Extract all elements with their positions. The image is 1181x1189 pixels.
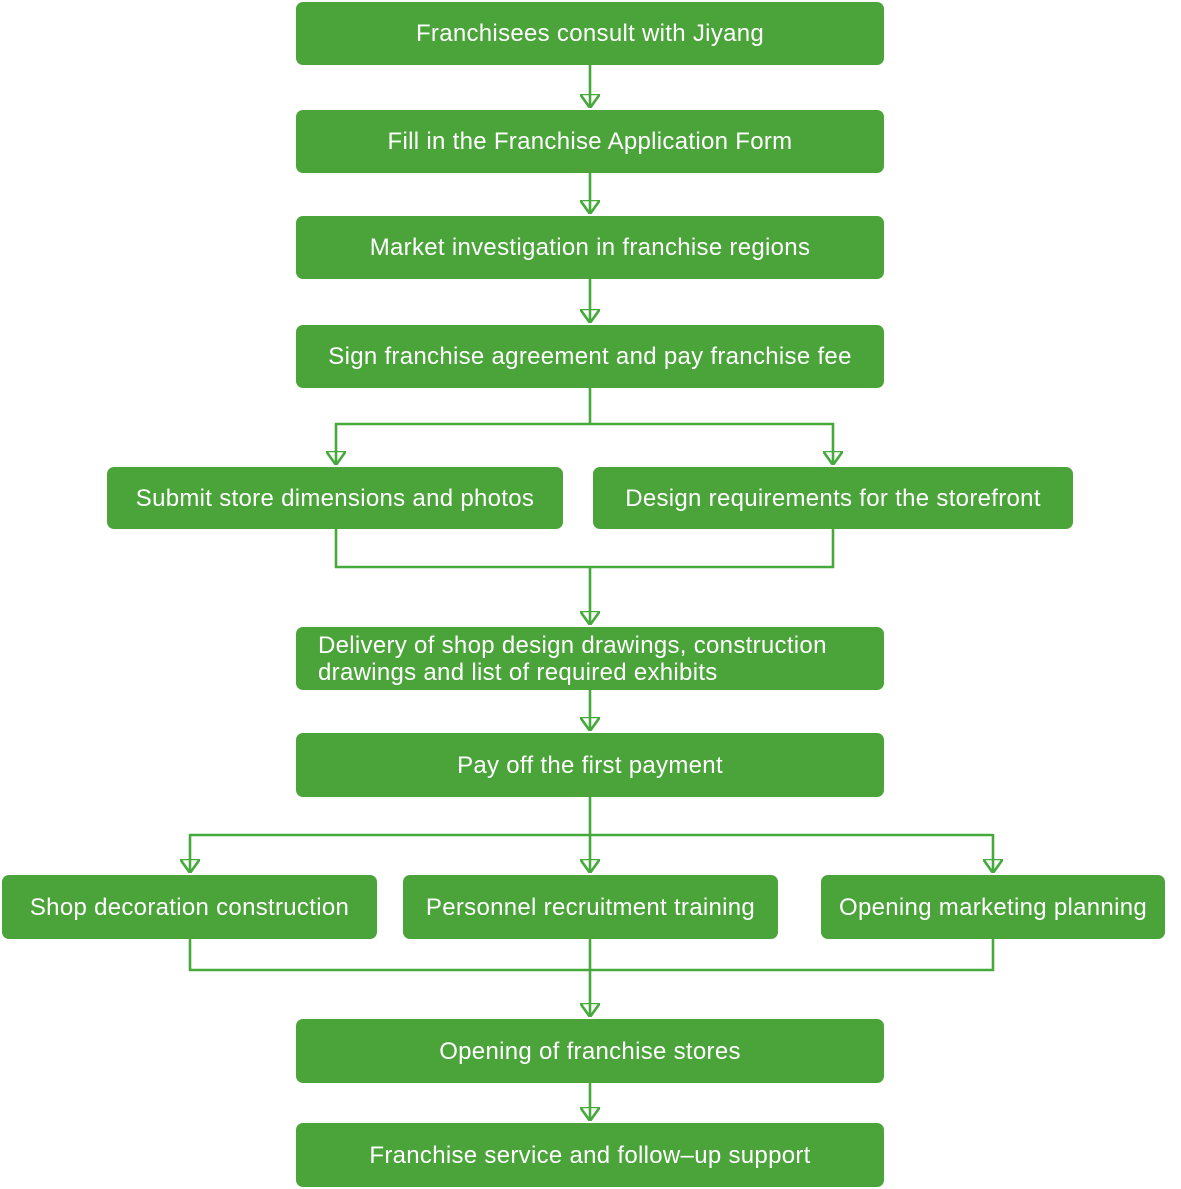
node-sign-agreement: Sign franchise agreement and pay franchi… — [296, 325, 884, 388]
node-opening-marketing: Opening marketing planning — [821, 875, 1165, 939]
node-consult: Franchisees consult with Jiyang — [296, 2, 884, 65]
node-market-investigation: Market investigation in franchise region… — [296, 216, 884, 279]
node-store-opening: Opening of franchise stores — [296, 1019, 884, 1083]
node-personnel-recruitment: Personnel recruitment training — [403, 875, 778, 939]
node-follow-up-support: Franchise service and follow–up support — [296, 1123, 884, 1187]
node-design-requirements: Design requirements for the storefront — [593, 467, 1073, 529]
node-delivery-drawings: Delivery of shop design drawings, constr… — [296, 627, 884, 690]
node-shop-decoration: Shop decoration construction — [2, 875, 377, 939]
node-submit-dimensions: Submit store dimensions and photos — [107, 467, 563, 529]
node-application-form: Fill in the Franchise Application Form — [296, 110, 884, 173]
node-first-payment: Pay off the first payment — [296, 733, 884, 797]
